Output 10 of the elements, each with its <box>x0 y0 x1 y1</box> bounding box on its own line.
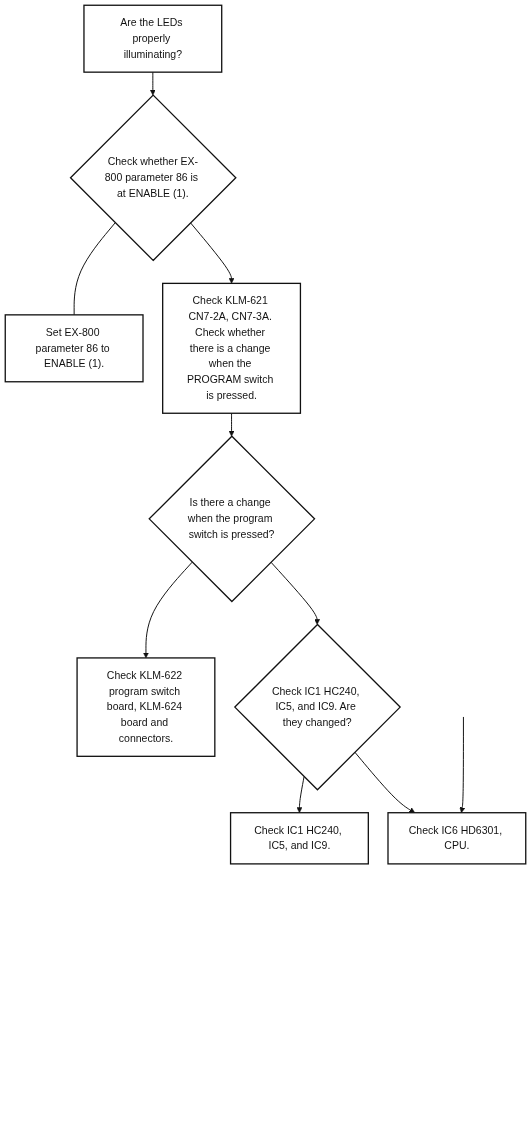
node-box: Check IC1 HC240, IC5, and IC9. <box>229 812 369 865</box>
node-box: Check IC6 HD6301, CPU. <box>387 812 527 865</box>
node-box: Are the LEDs properly illuminating? <box>83 4 223 73</box>
node-diamond: Check whether EX-800 parameter 86 is at ENABLE (1). <box>69 94 237 262</box>
connector <box>73 222 116 316</box>
node-box: Set EX-800 parameter 86 to ENABLE (1). <box>4 314 144 383</box>
node-diamond: Is there a change when the program switch is pressed? <box>148 435 316 603</box>
node-box: Check KLM-622 program switch board, KLM-624 board and connectors. <box>76 657 216 757</box>
node-diamond: Check IC1 HC240, IC5, and IC9. Are they changed? <box>233 623 402 791</box>
node-box: Check KLM-621 CN7-2A, CN7-3A. Check whether there is a change when the PROGRAM switch is pressed. <box>162 282 302 414</box>
